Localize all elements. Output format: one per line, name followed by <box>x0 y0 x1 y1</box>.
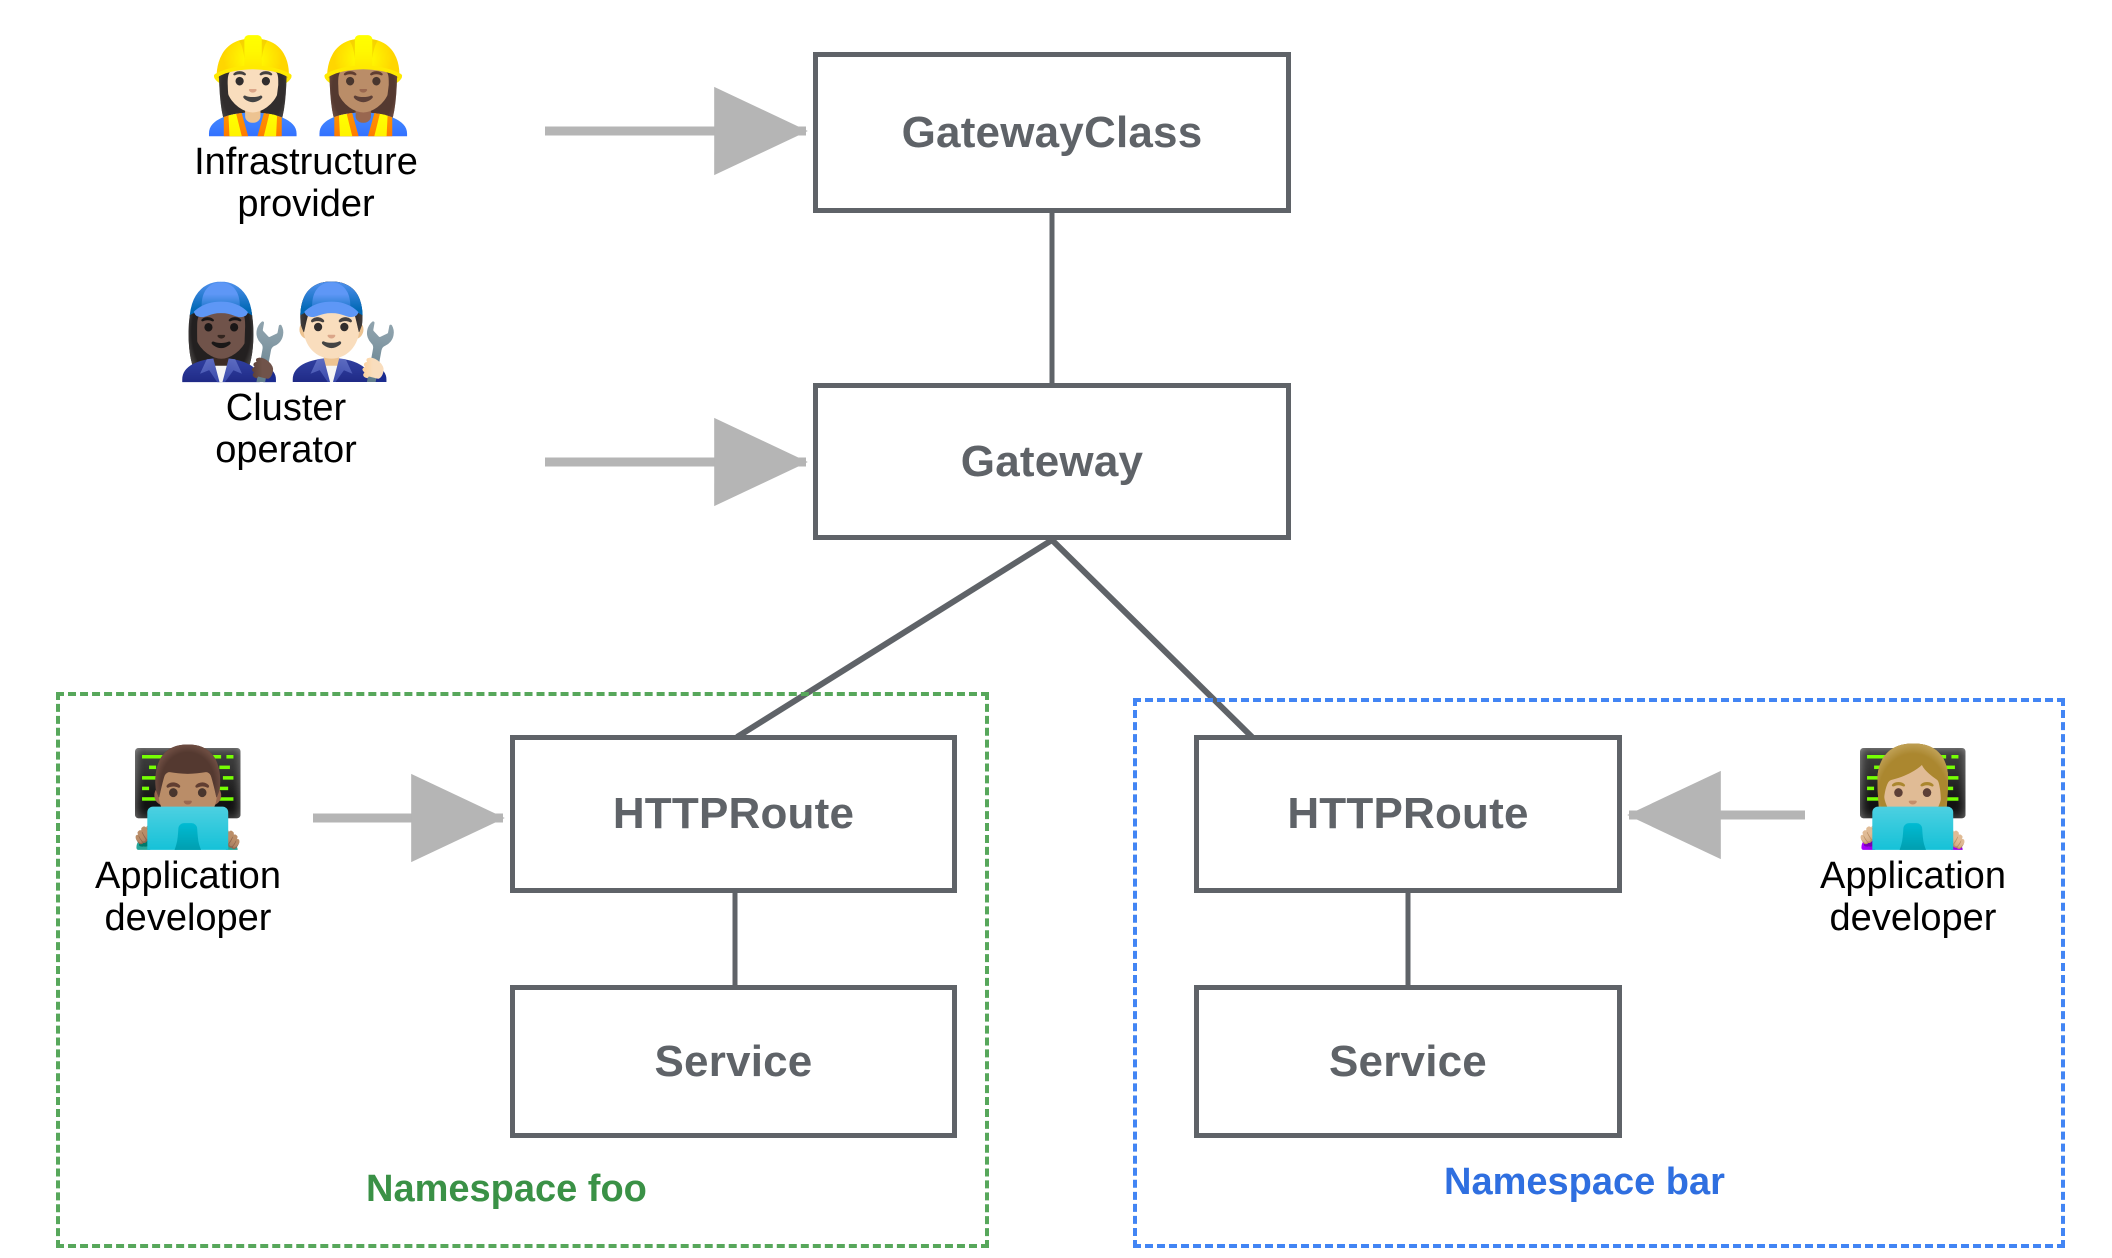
resource-box-gateway[interactable]: Gateway <box>813 383 1291 540</box>
namespace-region-bar <box>1133 698 2065 1248</box>
construction-workers-icon: 👷🏻‍♀️👷🏽‍♀️ <box>195 35 420 137</box>
resource-box-httproute-bar[interactable]: HTTPRoute <box>1194 735 1622 893</box>
resource-label-httproute-foo: HTTPRoute <box>612 789 855 838</box>
resource-label-service-foo: Service <box>654 1036 813 1086</box>
resource-label-gatewayclass: GatewayClass <box>901 107 1203 157</box>
namespace-label-foo: Namespace foo <box>366 1168 647 1210</box>
technologist-icon: 👨🏽‍💻 <box>128 744 248 851</box>
persona-caption-cluster-operator: Cluster operator <box>215 387 357 471</box>
persona-caption-application-developer-bar: Application developer <box>1820 855 2006 939</box>
persona-application-developer-foo: 👨🏽‍💻 Application developer <box>88 750 288 940</box>
namespace-region-foo <box>56 692 989 1248</box>
resource-label-gateway: Gateway <box>960 436 1144 486</box>
resource-label-httproute-bar: HTTPRoute <box>1287 789 1529 838</box>
namespace-label-bar: Namespace bar <box>1444 1161 1725 1203</box>
resource-box-service-foo[interactable]: Service <box>510 985 957 1138</box>
persona-infrastructure-provider: 👷🏻‍♀️👷🏽‍♀️ Infrastructure provider <box>194 40 421 226</box>
resource-label-service-bar: Service <box>1329 1036 1487 1086</box>
persona-caption-application-developer-foo: Application developer <box>95 855 281 939</box>
persona-application-developer-bar: 👩🏼‍💻 Application developer <box>1813 750 2013 940</box>
persona-cluster-operator: 👩🏿‍🔧👨🏻‍🔧 Cluster operator <box>175 286 400 472</box>
resource-box-httproute-foo[interactable]: HTTPRoute <box>510 735 957 893</box>
mechanics-icon: 👩🏿‍🔧👨🏻‍🔧 <box>175 281 400 383</box>
resource-box-gatewayclass[interactable]: GatewayClass <box>813 52 1291 213</box>
resource-box-service-bar[interactable]: Service <box>1194 985 1622 1138</box>
technologist-icon: 👩🏼‍💻 <box>1853 744 1973 851</box>
persona-caption-infrastructure-provider: Infrastructure provider <box>194 141 418 225</box>
